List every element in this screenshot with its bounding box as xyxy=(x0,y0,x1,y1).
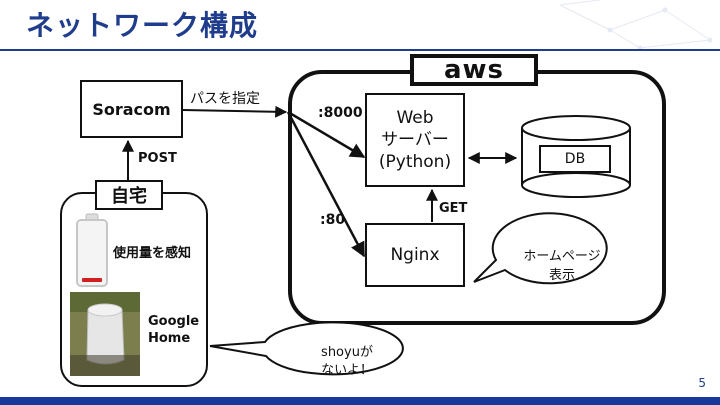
get-label: GET xyxy=(439,201,468,216)
db-label-box xyxy=(539,145,611,173)
edge-soracom-to-aws xyxy=(182,105,288,118)
nginx-node: Nginx xyxy=(365,223,465,287)
home-label: 自宅 xyxy=(95,180,163,210)
path-label: パスを指定 xyxy=(190,91,260,107)
callout-homepage-shape xyxy=(473,212,608,285)
db-label: DB xyxy=(564,151,586,167)
webserver-node: Web サーバー (Python) xyxy=(365,93,465,187)
google-home-photo xyxy=(70,292,140,376)
battery-caption: 使用量を感知 xyxy=(113,246,192,261)
soracom-node: Soracom xyxy=(80,80,183,138)
title-divider xyxy=(0,49,720,51)
google-home-line-2: Home xyxy=(148,331,191,346)
aws-label: aws xyxy=(410,54,538,86)
callout-homepage-line-1: ホームページ xyxy=(523,249,601,264)
callout-shoyu: shoyuが ないよ！ xyxy=(292,344,402,380)
webserver-line-3: (Python) xyxy=(378,152,452,172)
edge-to-nginx xyxy=(286,111,366,258)
battery-low-icon xyxy=(76,213,108,287)
callout-shoyu-line-1: shoyuが xyxy=(321,345,373,360)
callout-homepage-line-2: 表示 xyxy=(548,268,575,283)
post-label: POST xyxy=(138,151,177,166)
edge-to-webserver xyxy=(287,110,366,159)
webserver-line-2: サーバー xyxy=(381,130,449,150)
callout-homepage: ホームページ 表示 xyxy=(507,247,617,285)
google-home-line-1: Google xyxy=(148,314,200,329)
port-8000-label: :8000 xyxy=(318,105,363,121)
footer-band xyxy=(0,397,720,405)
callout-shoyu-line-2: ないよ！ xyxy=(321,363,373,378)
google-home-label: Google Home xyxy=(148,313,199,347)
callout-shoyu-shape xyxy=(209,321,404,376)
port-80-label: :80 xyxy=(320,212,346,228)
slide-title: ネットワーク構成 xyxy=(26,9,259,42)
webserver-line-1: Web xyxy=(396,108,434,128)
page-number: 5 xyxy=(698,376,706,390)
